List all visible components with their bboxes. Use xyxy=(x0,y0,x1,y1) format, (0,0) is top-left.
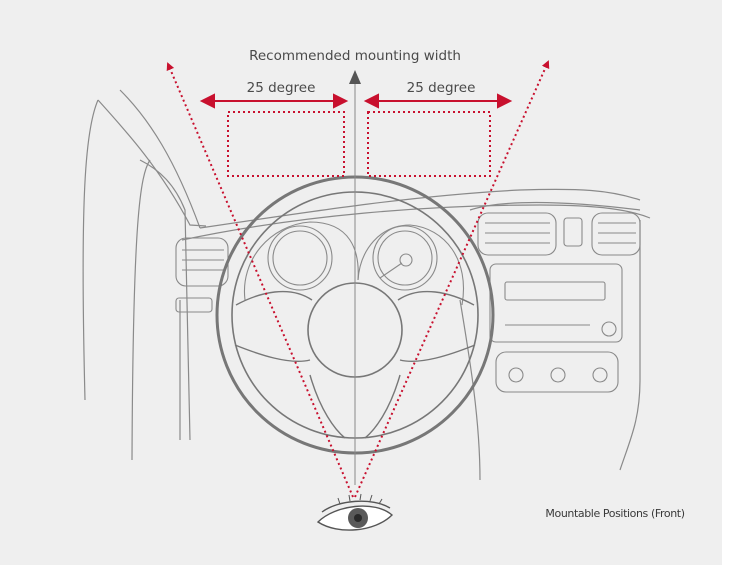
radio-unit xyxy=(489,263,623,343)
center-air-vents xyxy=(477,212,641,256)
arrow-up-icon xyxy=(349,70,361,84)
left-sight-line xyxy=(166,62,354,498)
center-line xyxy=(349,70,361,485)
diagram-caption: Mountable Positions (Front) xyxy=(545,507,685,520)
left-air-vent xyxy=(175,237,229,313)
climate-control-unit xyxy=(495,351,619,393)
windshield-pillar xyxy=(82,89,207,461)
angle-arrows xyxy=(199,93,513,109)
right-sight-line xyxy=(354,60,550,498)
instrument-cluster xyxy=(243,221,464,306)
left-angle-label: 25 degree xyxy=(246,80,316,96)
right-angle-label: 25 degree xyxy=(406,80,476,96)
left-mounting-zone xyxy=(227,111,345,177)
right-mounting-zone xyxy=(367,111,491,177)
dashboard-outline xyxy=(179,188,651,481)
sight-lines xyxy=(166,60,550,498)
mounting-width-title: Recommended mounting width xyxy=(249,48,461,64)
eye-icon xyxy=(316,493,394,531)
mounting-zones xyxy=(227,111,491,177)
